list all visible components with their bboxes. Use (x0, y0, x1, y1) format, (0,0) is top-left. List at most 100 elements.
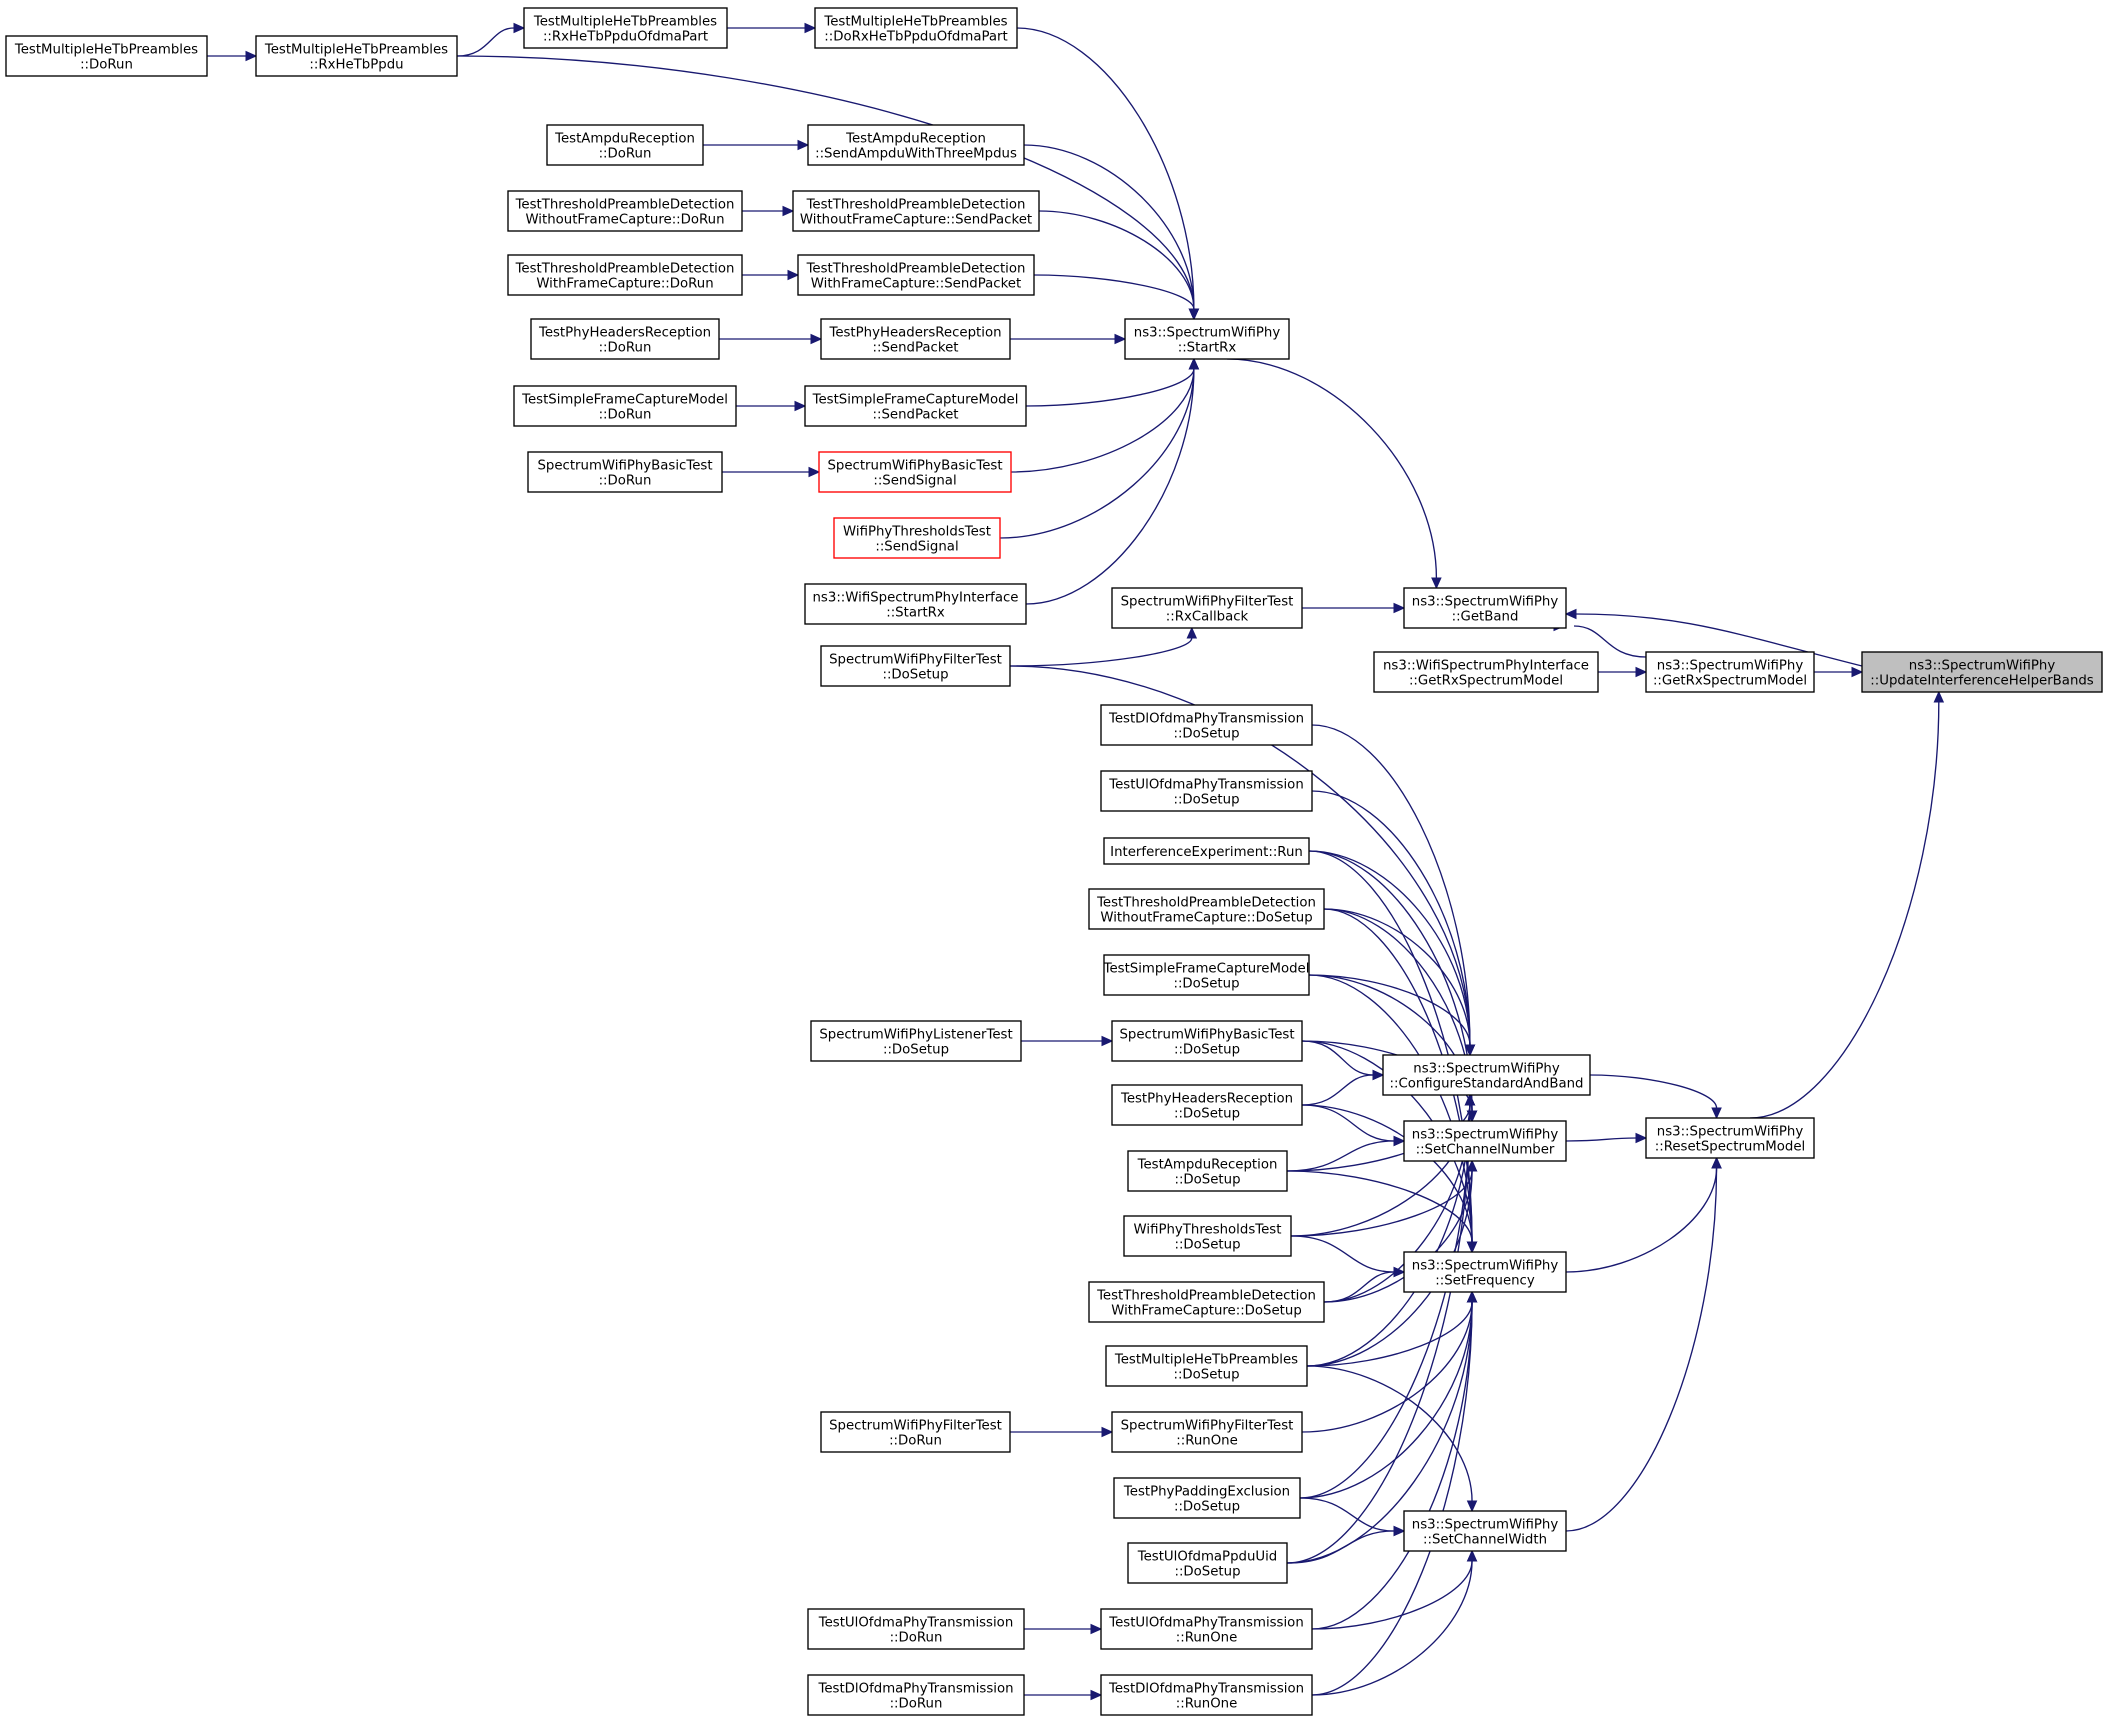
node-ul_runone[interactable]: TestUlOfdmaPhyTransmission::RunOne (1100, 1608, 1313, 1650)
arrowhead-mhe_dosetup-setchwidth (1466, 1500, 1478, 1513)
node-label-line: ::DoSetup (1174, 1107, 1240, 1122)
edge-ul_runone-setchwidth (1311, 1560, 1473, 1630)
node-label-line: ns3::SpectrumWifiPhy (1413, 1062, 1560, 1077)
node-basic_sendsignal[interactable]: SpectrumWifiPhyBasicTest::SendSignal (818, 451, 1012, 493)
node-label-line: ::DoRun (599, 341, 652, 356)
node-mhe_dosetup[interactable]: TestMultipleHeTbPreambles::DoSetup (1105, 1345, 1308, 1387)
node-ampdu_send3[interactable]: TestAmpduReception::SendAmpduWithThreeMp… (807, 124, 1025, 166)
node-mhe_rxofdma[interactable]: TestMultipleHeTbPreambles::RxHeTbPpduOfd… (523, 7, 728, 49)
node-listener_dosetup[interactable]: SpectrumWifiPhyListenerTest::DoSetup (810, 1020, 1022, 1062)
node-label-line: ::SendPacket (873, 341, 959, 356)
node-startrx[interactable]: ns3::SpectrumWifiPhy::StartRx (1124, 318, 1290, 360)
node-label-line: TestUlOfdmaPhyTransmission (1108, 778, 1304, 793)
node-tpd_wo_send[interactable]: TestThresholdPreambleDetectionWithoutFra… (792, 190, 1040, 232)
node-ul_dosetup[interactable]: TestUlOfdmaPhyTransmission::DoSetup (1100, 770, 1313, 812)
arrowhead-basic_dorun-basic_sendsignal (808, 466, 821, 478)
node-tpd_wo_dosetup[interactable]: TestThresholdPreambleDetectionWithoutFra… (1088, 888, 1325, 930)
node-setchnum[interactable]: ns3::SpectrumWifiPhy::SetChannelNumber (1403, 1120, 1567, 1162)
node-label-line: ::RxHeTbPpduOfdmaPart (543, 30, 708, 45)
node-filter_dorun[interactable]: SpectrumWifiPhyFilterTest::DoRun (820, 1411, 1011, 1453)
node-label-line: ::RxHeTbPpdu (309, 58, 403, 73)
node-label-line: SpectrumWifiPhyBasicTest (537, 459, 712, 474)
edge-dl_dosetup-csab (1311, 724, 1471, 1046)
node-label-line: ::GetBand (1452, 610, 1519, 625)
node-root[interactable]: ns3::SpectrumWifiPhy::UpdateInterference… (1861, 651, 2103, 693)
node-filter_runone[interactable]: SpectrumWifiPhyFilterTest::RunOne (1111, 1411, 1303, 1453)
arrowhead-wspi_startrx-startrx (1188, 357, 1200, 370)
node-setfreq[interactable]: ns3::SpectrumWifiPhy::SetFrequency (1403, 1251, 1567, 1293)
edge-dl_runone-setfreq (1311, 1301, 1473, 1696)
node-mhe_rxhetbppdu[interactable]: TestMultipleHeTbPreambles::RxHeTbPpdu (255, 35, 458, 77)
node-box (1373, 651, 1599, 693)
edge-mhe_dosetup-setchnum (1306, 1170, 1473, 1367)
node-ulpid_dosetup[interactable]: TestUlOfdmaPpduUid::DoSetup (1127, 1542, 1288, 1584)
edge-wspi_startrx-startrx (1025, 368, 1195, 605)
node-box (1100, 1674, 1313, 1716)
edge-setchwidth-resetsm (1565, 1167, 1718, 1532)
node-label-line: ns3::SpectrumWifiPhy (1134, 326, 1281, 341)
node-setchwidth[interactable]: ns3::SpectrumWifiPhy::SetChannelWidth (1403, 1510, 1567, 1552)
node-tpd_w_dosetup[interactable]: TestThresholdPreambleDetectionWithFrameC… (1088, 1281, 1325, 1323)
node-label-line: TestAmpduReception (1137, 1158, 1278, 1173)
node-label-line: ns3::SpectrumWifiPhy (1412, 1259, 1559, 1274)
node-label-line: ns3::SpectrumWifiPhy (1412, 1518, 1559, 1533)
node-label-line: ::SendAmpduWithThreeMpdus (815, 147, 1017, 162)
arrowhead-phr_dorun-phr_send (810, 333, 823, 345)
node-label-line: ::DoSetup (1173, 1368, 1239, 1383)
node-tpd_w_send[interactable]: TestThresholdPreambleDetectionWithFrameC… (797, 254, 1035, 296)
node-tpd_wo_dorun[interactable]: TestThresholdPreambleDetectionWithoutFra… (507, 190, 743, 232)
node-box (1103, 954, 1310, 996)
node-sfc_dorun[interactable]: TestSimpleFrameCaptureModel::DoRun (513, 385, 737, 427)
node-label-line: TestAmpduReception (845, 132, 986, 147)
node-label-line: WithFrameCapture::DoSetup (1111, 1304, 1302, 1319)
node-sfc_dosetup[interactable]: TestSimpleFrameCaptureModel::DoSetup (1103, 954, 1310, 996)
node-label-line: ::RxCallback (1166, 610, 1249, 625)
node-ul_dorun[interactable]: TestUlOfdmaPhyTransmission::DoRun (807, 1608, 1025, 1650)
node-csab[interactable]: ns3::SpectrumWifiPhy::ConfigureStandardA… (1382, 1054, 1591, 1096)
node-box (1645, 1117, 1815, 1159)
node-label-line: TestUlOfdmaPhyTransmission (818, 1616, 1014, 1631)
node-label-line: ::SendSignal (873, 474, 956, 489)
node-wspi_startrx[interactable]: ns3::WifiSpectrumPhyInterface::StartRx (804, 583, 1027, 625)
arrowhead-ulpid_dosetup-setchwidth (1393, 1525, 1406, 1537)
edge-filter_runone-setfreq (1301, 1301, 1473, 1433)
node-filter_dosetup[interactable]: SpectrumWifiPhyFilterTest::DoSetup (820, 645, 1011, 687)
node-phr_dosetup[interactable]: TestPhyHeadersReception::DoSetup (1111, 1084, 1303, 1126)
node-box (1111, 1411, 1303, 1453)
node-mhe_dorun[interactable]: TestMultipleHeTbPreambles::DoRun (5, 35, 208, 77)
node-phr_send[interactable]: TestPhyHeadersReception::SendPacket (820, 318, 1011, 360)
node-basic_dosetup[interactable]: SpectrumWifiPhyBasicTest::DoSetup (1111, 1020, 1303, 1062)
node-thr_dosetup[interactable]: WifiPhyThresholdsTest::DoSetup (1123, 1215, 1292, 1257)
node-dl_runone[interactable]: TestDlOfdmaPhyTransmission::RunOne (1100, 1674, 1313, 1716)
edge-getrxsm-getband (1573, 625, 1647, 658)
node-mhe_dorxofdma[interactable]: TestMultipleHeTbPreambles::DoRxHeTbPpduO… (814, 7, 1018, 49)
node-pad_dosetup[interactable]: TestPhyPaddingExclusion::DoSetup (1113, 1477, 1301, 1519)
node-basic_dorun[interactable]: SpectrumWifiPhyBasicTest::DoRun (527, 451, 723, 493)
node-box (820, 1411, 1011, 1453)
node-box (797, 254, 1035, 296)
node-sfc_send[interactable]: TestSimpleFrameCaptureModel::SendPacket (804, 385, 1027, 427)
node-filter_rxcb[interactable]: SpectrumWifiPhyFilterTest::RxCallback (1111, 587, 1303, 629)
node-label-line: ::SetChannelNumber (1416, 1143, 1555, 1158)
node-ie_run[interactable]: InterferenceExperiment::Run (1103, 837, 1310, 865)
node-ampdu_dosetup[interactable]: TestAmpduReception::DoSetup (1127, 1150, 1288, 1192)
node-resetsm[interactable]: ns3::SpectrumWifiPhy::ResetSpectrumModel (1645, 1117, 1815, 1159)
node-tpd_w_dorun[interactable]: TestThresholdPreambleDetectionWithFrameC… (507, 254, 743, 296)
node-label-line: ::DoSetup (1174, 1043, 1240, 1058)
edge-ie_run-setfreq (1308, 850, 1473, 1243)
node-dl_dosetup[interactable]: TestDlOfdmaPhyTransmission::DoSetup (1100, 704, 1313, 746)
node-dl_dorun[interactable]: TestDlOfdmaPhyTransmission::DoRun (807, 1674, 1025, 1716)
node-wspi_getrxsm[interactable]: ns3::WifiSpectrumPhyInterface::GetRxSpec… (1373, 651, 1599, 693)
node-phr_dorun[interactable]: TestPhyHeadersReception::DoRun (530, 318, 720, 360)
node-getband[interactable]: ns3::SpectrumWifiPhy::GetBand (1403, 587, 1567, 629)
node-getrxsm[interactable]: ns3::SpectrumWifiPhy::GetRxSpectrumModel (1645, 651, 1815, 693)
node-box (807, 1608, 1025, 1650)
node-thr_sendsignal[interactable]: WifiPhyThresholdsTest::SendSignal (833, 517, 1001, 559)
node-label-line: ::StartRx (886, 606, 945, 621)
node-label-line: SpectrumWifiPhyFilterTest (1121, 595, 1294, 610)
node-box (546, 124, 704, 166)
arrowhead-ampdu_dorun-ampdu_send3 (797, 139, 810, 151)
arrowhead-dl_runone-setfreq (1466, 1290, 1478, 1303)
node-ampdu_dorun[interactable]: TestAmpduReception::DoRun (546, 124, 704, 166)
edge-sfc_send-startrx (1025, 368, 1195, 407)
